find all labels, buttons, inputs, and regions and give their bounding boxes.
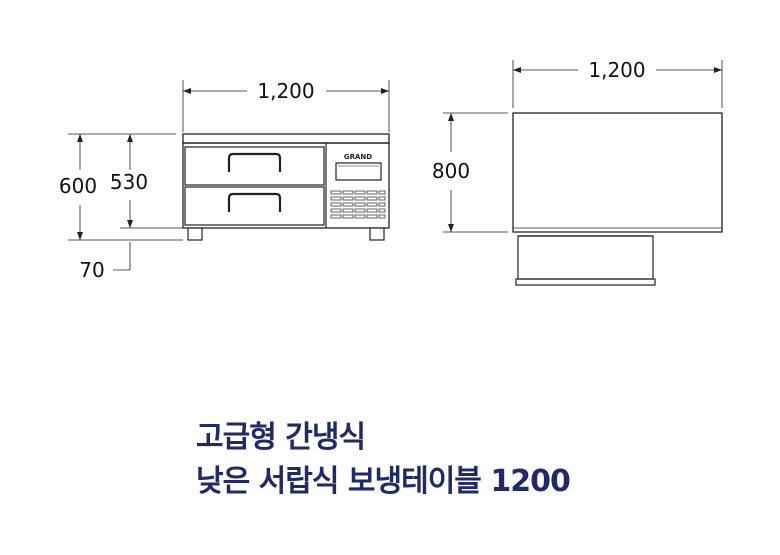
brand-logo: GRAND: [344, 153, 372, 161]
body-height-label: 530: [110, 170, 148, 194]
title-line-2: 낮은 서랍식 보냉테이블 1200: [196, 464, 571, 499]
side-depth-label: 1,200: [588, 58, 645, 82]
front-width-label: 1,200: [257, 79, 314, 103]
leg-height-label: 70: [79, 258, 104, 282]
front-view: [68, 80, 390, 271]
side-view: [443, 60, 723, 286]
side-height-label: 800: [432, 159, 470, 183]
vent-grille: [330, 190, 386, 219]
title-line-1: 고급형 간냉식: [196, 420, 366, 455]
total-height-label: 600: [59, 174, 97, 198]
